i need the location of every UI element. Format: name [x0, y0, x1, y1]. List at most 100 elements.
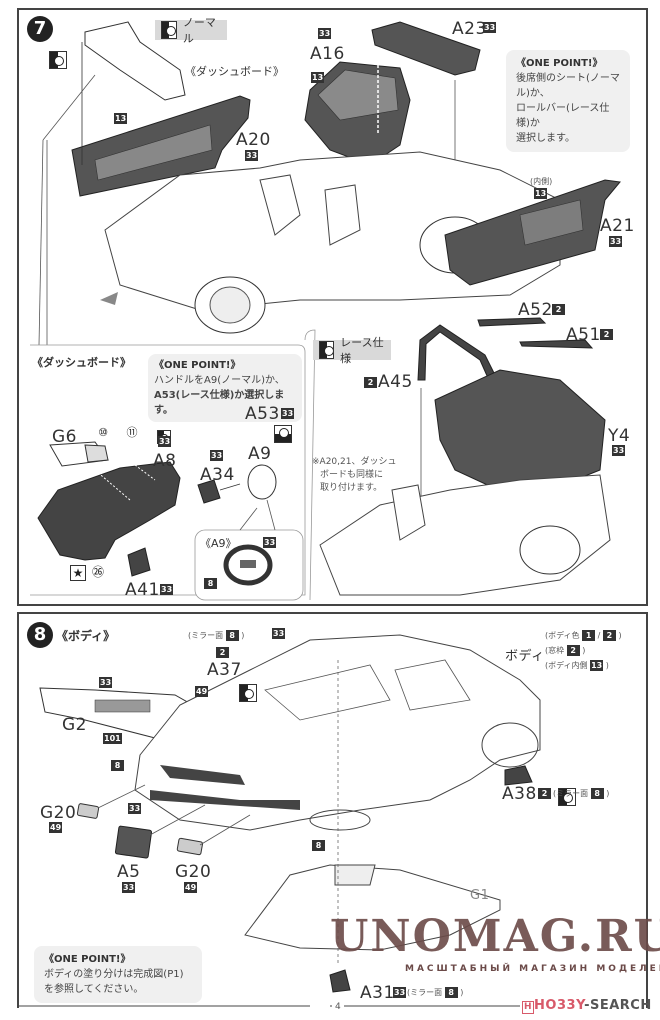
bumper-color-8: 8: [312, 840, 325, 851]
a37-color: 2: [216, 647, 229, 658]
window-color-chip: 2: [566, 645, 580, 656]
dash-section-title: 《ダッシュボード》: [32, 356, 131, 369]
a34-part: [197, 479, 221, 504]
body-color-1: 1: [582, 630, 596, 641]
a45-label: A45: [378, 372, 413, 392]
g6-color-10: ⑩: [97, 426, 109, 439]
a23-color: 33: [483, 22, 497, 33]
a51-bar: [519, 339, 594, 349]
a41-part: [127, 547, 151, 577]
tag-race: レース仕様: [313, 336, 391, 365]
a31-part: [329, 969, 351, 993]
step7-panel: [17, 8, 648, 606]
tag-race-label: レース仕様: [340, 336, 384, 365]
g20-right-color: 49: [184, 882, 198, 893]
body-label: ボディ: [505, 649, 545, 664]
a51-label: A51: [566, 325, 601, 345]
one-point-steering: 《ONE POINT!》 ハンドルをA9(ノーマル)か、 A53(レース仕様)か…: [148, 354, 302, 422]
paint-both-icon: [49, 51, 67, 69]
a38-mirror: [504, 765, 533, 786]
direction-arrow: [100, 292, 118, 305]
g6-color-11: ⑪: [126, 426, 138, 439]
a8-color: 33: [158, 436, 172, 447]
close-paren: ): [618, 631, 622, 640]
a8-label: A8: [153, 451, 177, 471]
paint-both-icon: [239, 684, 258, 702]
mirror-note-text: (ミラー面: [553, 789, 589, 798]
a31-mirror-note: (ミラー面 8 ): [407, 987, 463, 998]
one-point-line: 選択します。: [516, 133, 575, 144]
a34-color: 33: [210, 450, 224, 461]
hobbysearch-brand-icon: H: [522, 1001, 535, 1014]
one-point-title: 《ONE POINT!》: [44, 954, 131, 965]
tag-normal: ノーマル: [155, 16, 227, 45]
a34-label: A34: [200, 465, 235, 485]
half-circle-icon: [319, 341, 335, 359]
g6-label: G6: [52, 427, 77, 447]
grille-color-33: 33: [128, 803, 142, 814]
body-color-note: (ボディ色 1 / 2 ): [545, 630, 622, 641]
a9-detail-title: 《A9》: [200, 537, 237, 550]
race-section-border: [304, 329, 316, 601]
a8-dashboard: [37, 461, 181, 561]
a38-mirror-note: (ミラー面 8 ): [553, 788, 609, 799]
mirror-color-chip: 8: [590, 788, 604, 799]
close-paren: ): [241, 631, 245, 640]
y4-part: [434, 369, 606, 501]
body-color-sep: /: [597, 631, 601, 640]
a38-color: 2: [538, 788, 551, 799]
g20-right-part: [176, 837, 204, 856]
g20-left-label: G20: [40, 803, 77, 823]
g1-label: G1: [470, 888, 490, 903]
step8-number: 8: [27, 622, 53, 648]
a31-label: A31: [360, 983, 395, 1003]
tag-normal-label: ノーマル: [182, 16, 216, 45]
a21-color: 33: [609, 236, 623, 247]
g2-color-101: 101: [103, 733, 122, 744]
one-point-line: を参照してください。: [44, 984, 144, 995]
close-paren: ): [605, 661, 609, 670]
one-point-title: 《ONE POINT!》: [154, 360, 241, 371]
close-paren: ): [582, 646, 586, 655]
roof-color: 33: [272, 628, 286, 639]
a9-detail-color-33: 33: [263, 537, 277, 548]
g2-color-49: 49: [195, 686, 209, 697]
one-point-rear-seat: 《ONE POINT!》 後席側のシート(ノーマル)か、 ロールバー(レース仕様…: [506, 50, 630, 152]
mirror-color-chip: 8: [444, 987, 458, 998]
window-note-text: (窓枠: [545, 646, 565, 655]
race-note-line: ボードも同様に: [320, 470, 384, 480]
watermark-subtitle: МАСШТАБНЫЙ МАГАЗИН МОДЕЛЕЙ: [405, 964, 660, 974]
step7-number: 7: [27, 16, 53, 42]
one-point-body: 《ONE POINT!》 ボディの塗り分けは完成図(P1) を参照してください。: [34, 946, 202, 1003]
one-point-line: A53(レース仕様)か選択します。: [154, 390, 285, 416]
race-note-line: 取り付けます。: [320, 483, 383, 493]
watermark-logo: UNOMAG.RU: [330, 911, 660, 962]
step8-panel: [17, 612, 648, 1008]
a53-label: A53: [245, 404, 280, 424]
a41-label: A41: [125, 580, 160, 600]
a20-color: 33: [245, 150, 259, 161]
y4-label: Y4: [608, 426, 631, 446]
close-paren: ): [606, 789, 610, 798]
y4-color: 33: [612, 445, 626, 456]
body-color-2: 2: [602, 630, 616, 641]
g20-left-color: 49: [49, 822, 63, 833]
inner-color-note: (ボディ内側 13 ): [545, 660, 609, 671]
a16-color-side: 13: [311, 72, 325, 83]
one-point-line: 後席側のシート(ノーマル)か、: [516, 73, 620, 99]
a45-color: 2: [364, 377, 377, 388]
a23-label: A23: [452, 19, 487, 39]
paint-both-icon: [558, 788, 577, 806]
one-point-line: ハンドルをA9(ノーマル)か、: [154, 375, 285, 386]
one-point-title: 《ONE POINT!》: [516, 58, 603, 69]
inner-color-chip: 13: [590, 660, 604, 671]
a53-color: 33: [281, 408, 295, 419]
a38-label: A38: [502, 784, 537, 804]
a5-plate: [114, 825, 153, 859]
a16-color-top: 33: [318, 28, 332, 39]
body-color-text: (ボディ色: [545, 631, 580, 640]
mirror-note-text: (ミラー面: [188, 631, 224, 640]
a20-inner-color: 13: [114, 113, 128, 124]
